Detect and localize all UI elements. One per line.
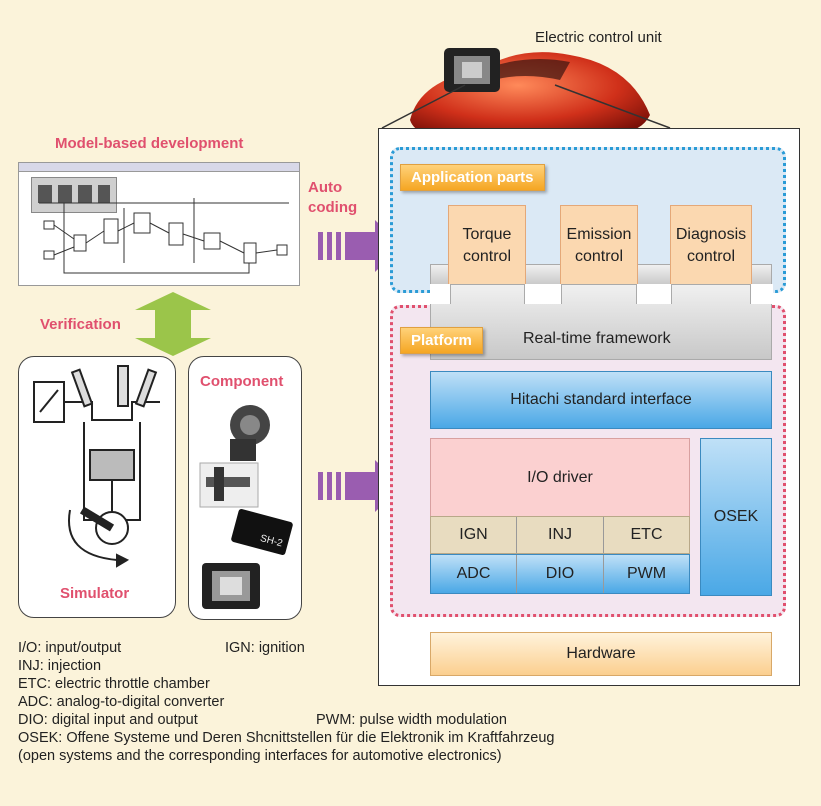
auto-coding-label: Auto coding	[308, 179, 358, 216]
ecu-icon	[202, 563, 260, 609]
legend-etc: ETC: electric throttle chamber	[18, 676, 210, 692]
adc-cell: ADC	[431, 555, 517, 593]
application-parts-tag: Application parts	[400, 164, 545, 191]
io-row-2: ADC DIO PWM	[430, 554, 690, 594]
io-driver-box: I/O driver	[430, 438, 690, 518]
simulator-title: Simulator	[60, 585, 130, 602]
realtime-framework-bar	[430, 284, 772, 360]
torque-line1: Torque	[462, 226, 512, 243]
legend-pwm: PWM: pulse width modulation	[316, 712, 507, 728]
injector-icon	[199, 462, 259, 508]
engine-icon	[33, 365, 160, 568]
torque-line2: control	[462, 248, 512, 265]
legend-dio: DIO: digital input and output	[18, 712, 198, 728]
dio-cell: DIO	[517, 555, 604, 593]
ign-cell: IGN	[431, 517, 517, 553]
emission-line1: Emission	[566, 226, 632, 243]
block-diagram	[39, 198, 289, 274]
legend-osek: OSEK: Offene Systeme und Deren Shcnittst…	[18, 730, 555, 746]
connector-lines	[381, 84, 671, 129]
hardware-bar: Hardware	[430, 632, 772, 676]
hitachi-interface-bar: Hitachi standard interface	[430, 371, 772, 429]
legend-inj: INJ: injection	[18, 658, 102, 674]
component-photos: SH-2	[199, 405, 293, 609]
model-toolbar	[31, 177, 117, 213]
torque-control-box: Torque control	[448, 205, 526, 287]
emission-line2: control	[574, 248, 624, 265]
microcontroller-icon	[231, 509, 293, 555]
throttle-icon	[230, 405, 270, 461]
verification-arrow	[135, 292, 211, 356]
legend-adc: ADC: analog-to-digital converter	[18, 694, 225, 710]
model-title: Model-based development	[55, 135, 244, 152]
ecu-label: Electric control unit	[535, 29, 662, 46]
legend-ign: IGN: ignition	[225, 640, 305, 656]
pwm-cell: PWM	[626, 565, 667, 582]
realtime-framework-label: Real-time framework	[523, 330, 671, 347]
model-screenshot	[18, 162, 300, 286]
emission-control-box: Emission control	[560, 205, 638, 287]
inj-cell: INJ	[517, 517, 604, 553]
diagnosis-line2: control	[686, 248, 736, 265]
platform-tag: Platform	[400, 327, 483, 354]
legend-io: I/O: input/output	[18, 640, 122, 656]
verification-label: Verification	[40, 316, 121, 333]
car-illustration	[410, 48, 650, 136]
component-title: Component	[200, 373, 284, 390]
diagnosis-control-box: Diagnosis control	[670, 205, 752, 287]
legend-osek-english: (open systems and the corresponding inte…	[18, 748, 502, 764]
etc-cell: ETC	[630, 526, 663, 543]
osek-bar: OSEK	[700, 438, 772, 596]
io-row-1: IGN INJ ETC	[430, 516, 690, 554]
diagnosis-line1: Diagnosis	[675, 226, 747, 243]
